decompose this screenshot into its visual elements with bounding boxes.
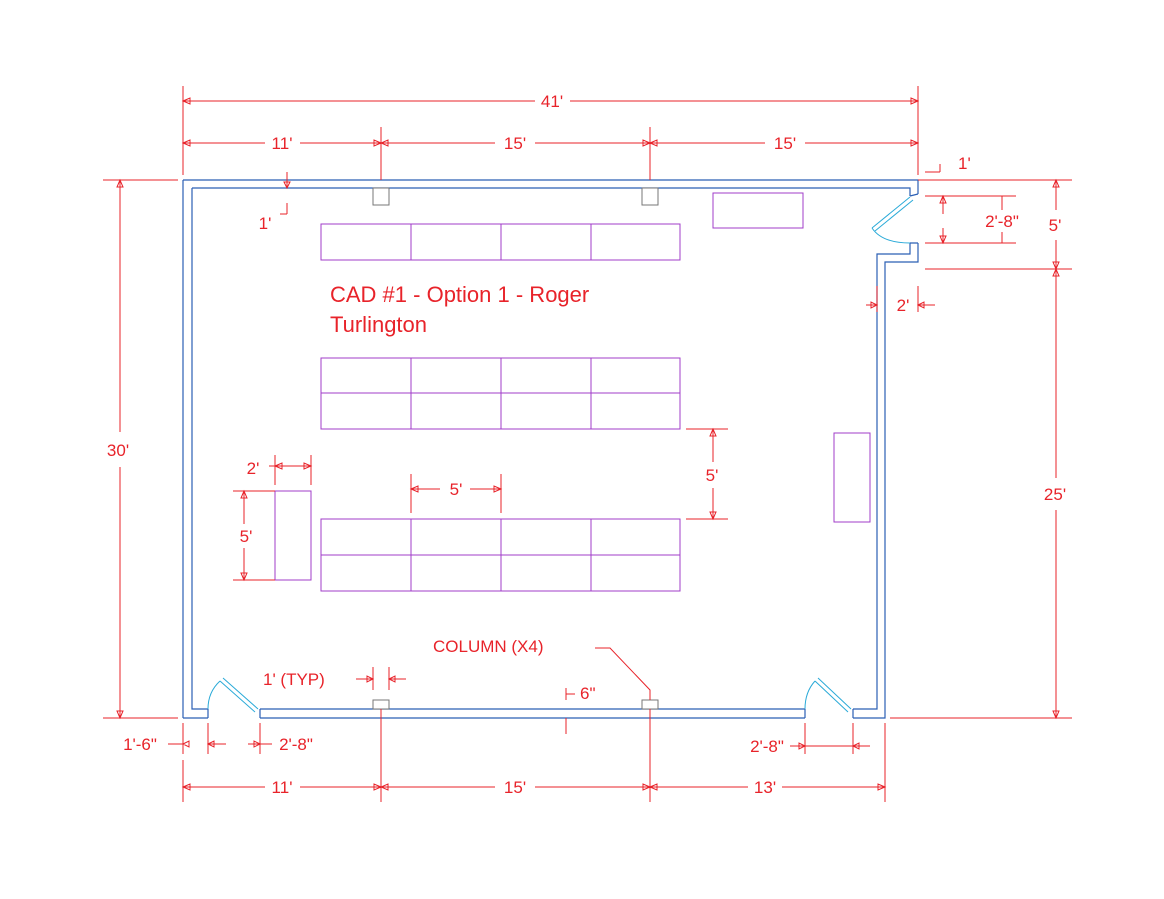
walls bbox=[182, 179, 919, 719]
dim-top-jog: 1' bbox=[259, 214, 272, 233]
dim-column-depth: 6" bbox=[580, 684, 596, 703]
column bbox=[641, 187, 659, 206]
furniture bbox=[274, 192, 871, 592]
door-right bbox=[871, 196, 914, 244]
dim-cabinet-height: 5' bbox=[240, 527, 253, 546]
door-bottom-right bbox=[804, 677, 852, 713]
dim-right-upper: 5' bbox=[1049, 216, 1062, 235]
desk-row-1 bbox=[320, 223, 681, 261]
desk-row-2 bbox=[320, 357, 681, 430]
column bbox=[641, 699, 659, 710]
desk-row-3 bbox=[320, 518, 681, 592]
notes: COLUMN (X4) 1' (TYP) bbox=[263, 637, 544, 689]
dim-wall-offset: 1' bbox=[958, 154, 971, 173]
dim-overall-top: 41' bbox=[541, 92, 563, 111]
column bbox=[372, 187, 390, 206]
column bbox=[372, 699, 390, 710]
dim-bottom-left: 11' bbox=[272, 778, 293, 797]
dim-right-lower: 25' bbox=[1044, 485, 1066, 504]
cabinet-right bbox=[833, 432, 871, 523]
dim-bottom-left-offset: 1'-6" bbox=[123, 735, 157, 754]
dim-cabinet-width: 2' bbox=[247, 459, 260, 478]
door-bottom-left bbox=[207, 677, 259, 713]
cabinet-left bbox=[274, 490, 312, 581]
doors bbox=[207, 196, 914, 713]
dim-bottom-right: 13' bbox=[754, 778, 776, 797]
dim-door-br-width: 2'-8" bbox=[750, 737, 784, 756]
dim-top-left: 11' bbox=[272, 134, 293, 153]
dim-bottom-mid: 15' bbox=[504, 778, 526, 797]
columns bbox=[372, 187, 659, 710]
cabinet-top bbox=[712, 192, 804, 229]
dim-row-spacing: 5' bbox=[706, 466, 719, 485]
title-line-1: CAD #1 - Option 1 - Roger bbox=[330, 282, 589, 307]
dim-top-mid: 15' bbox=[504, 134, 526, 153]
plan-title: CAD #1 - Option 1 - Roger Turlington bbox=[330, 282, 589, 337]
dim-door-bl-width: 2'-8" bbox=[279, 735, 313, 754]
dim-top-right: 15' bbox=[774, 134, 796, 153]
typ-note: 1' (TYP) bbox=[263, 670, 325, 689]
dimension-lines bbox=[103, 86, 1072, 802]
column-note: COLUMN (X4) bbox=[433, 637, 544, 656]
dim-desk-width: 5' bbox=[450, 480, 463, 499]
title-line-2: Turlington bbox=[330, 312, 427, 337]
dim-door-right-width: 2'-8" bbox=[985, 212, 1019, 231]
dimension-labels: 41' 11' 15' 15' 30' 5' 25' 1' 1' 2'-8" 2… bbox=[107, 92, 1066, 797]
dim-left-overall: 30' bbox=[107, 441, 129, 460]
dim-inset-right: 2' bbox=[897, 296, 910, 315]
